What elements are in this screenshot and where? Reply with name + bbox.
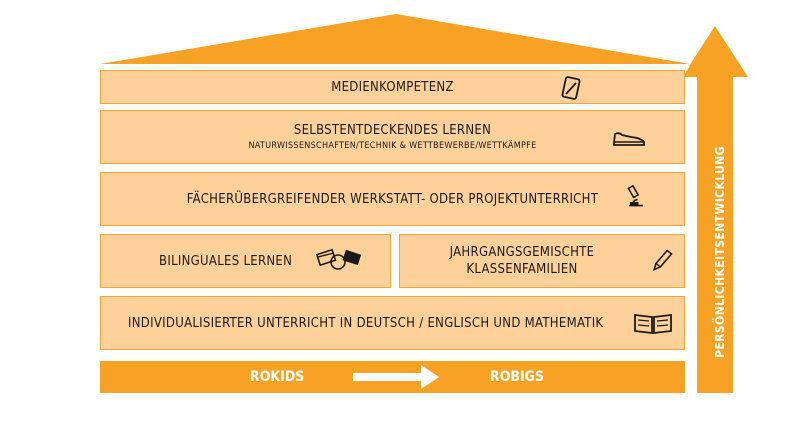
block-jahrgang-label-line1: JAHRGANGSGEMISCHTE [449, 245, 595, 260]
block-jahrgang-label-line2: KLASSENFAMILIEN [466, 262, 578, 277]
block-selbst-label: SELBSTENTDECKENDES LERNEN [293, 123, 492, 138]
block-selbstentdeckendes-lernen: SELBSTENTDECKENDES LERNEN NATURWISSENSCH… [100, 110, 685, 164]
block-medienkompetenz-label: MEDIENKOMPETENZ [331, 79, 454, 95]
roof [100, 14, 690, 64]
sneaker-icon [611, 125, 647, 151]
microscope-icon [620, 183, 650, 209]
block-medienkompetenz: MEDIENKOMPETENZ [100, 70, 685, 104]
side-arrow: PERSÖNLICHKEITSENTWICKLUNG [710, 122, 730, 382]
block-faecheruebergreifend: FÄCHERÜBERGREIFENDER WERKSTATT- ODER PRO… [100, 172, 685, 226]
pencil-icon [647, 247, 677, 273]
arrow-right-icon [353, 365, 439, 389]
side-arrow-label: PERSÖNLICHKEITSENTWICKLUNG [713, 146, 727, 358]
open-book-icon [633, 309, 673, 335]
block-bilinguales-lernen: BILINGUALES LERNEN [100, 234, 391, 288]
block-faecher-label: FÄCHERÜBERGREIFENDER WERKSTATT- ODER PRO… [186, 191, 599, 207]
flags-globe-icon [315, 247, 362, 273]
tablet-pen-icon [556, 75, 586, 101]
block-jahrgangsgemischte-klassenfamilien: JAHRGANGSGEMISCHTE KLASSENFAMILIEN [399, 234, 685, 288]
block-selbst-sublabel: NATURWISSENSCHAFTEN/TECHNIK & WETTBEWERB… [248, 141, 537, 151]
block-individuell-label: INDIVIDUALISIERTER UNTERRICHT IN DEUTSCH… [128, 315, 604, 331]
base-right-label: ROBIGS [490, 369, 545, 385]
base-left-label: ROKIDS [250, 369, 305, 385]
base-bar: ROKIDS ROBIGS [100, 361, 685, 393]
block-bilingual-label: BILINGUALES LERNEN [159, 253, 293, 269]
side-arrow-shape [682, 26, 748, 393]
block-individualisierter-unterricht: INDIVIDUALISIERTER UNTERRICHT IN DEUTSCH… [100, 296, 685, 350]
